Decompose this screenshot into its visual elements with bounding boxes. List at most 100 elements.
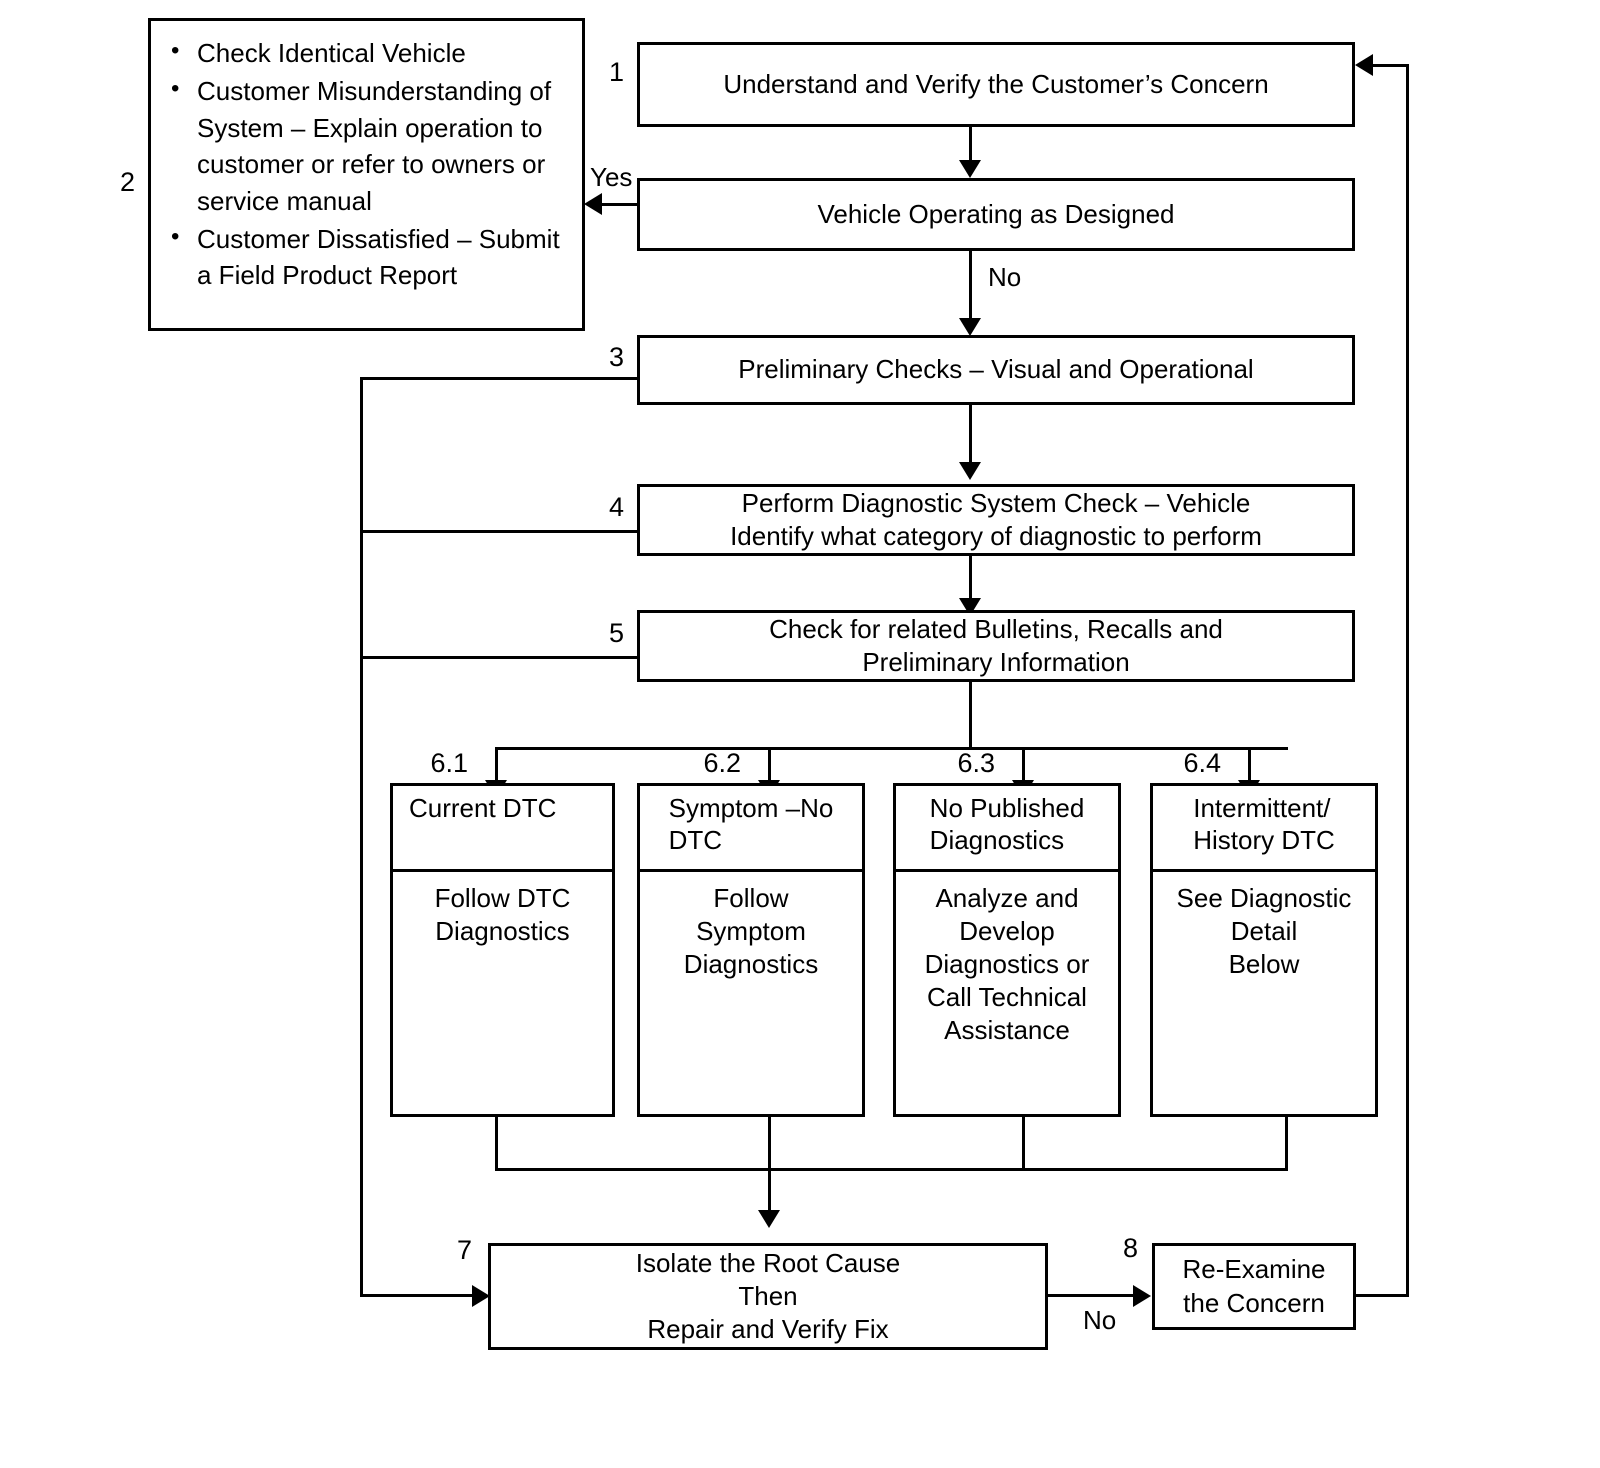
branch-6-1-action-line1: Follow DTC (434, 883, 571, 913)
branch-box-6-1-title: Current DTC (393, 786, 612, 872)
step-box-7-label: Isolate the Root Cause Then Repair and V… (626, 1247, 911, 1347)
branch-box-6-1-action-text: Follow DTC Diagnostics (435, 882, 571, 948)
step-box-5: Check for related Bulletins, Recalls and… (637, 610, 1355, 682)
step-box-8-line2: the Concern (1183, 1287, 1325, 1318)
branch-box-6-4-title: Intermittent/ History DTC (1153, 786, 1375, 872)
branch-number-6-1: 6.1 (430, 748, 468, 778)
branch-6-3-action-line1: Analyze and (935, 883, 1079, 913)
connector-5-to-split (969, 682, 972, 749)
drop-6-1 (495, 747, 498, 783)
connector-yes-branch (600, 203, 640, 206)
step-box-8: Re-Examine the Concern (1152, 1243, 1356, 1330)
branch-6-3-action-line5: Assistance (944, 1015, 1070, 1046)
branch-box-6-2-title-text: Symptom –No DTC (669, 792, 834, 856)
connector-7-to-8 (1048, 1294, 1136, 1297)
edge-label-yes: Yes (590, 162, 633, 192)
branch-6-1-action-line2: Diagnostics (435, 916, 570, 947)
step-box-3-label: Preliminary Checks – Visual and Operatio… (738, 354, 1254, 385)
step-box-7-line1: Isolate the Root Cause (635, 1247, 901, 1278)
step-number-8: 8 (1122, 1233, 1138, 1263)
branch-box-6-1-action: Follow DTC Diagnostics (393, 872, 612, 1117)
branch-6-3-action-line4: Call Technical (927, 982, 1087, 1013)
branch-number-6-3: 6.3 (957, 748, 995, 778)
branch-box-6-4-action-text: See Diagnostic Detail Below (1177, 882, 1352, 981)
split-bar-6x (495, 747, 1288, 750)
connector-yes-vertical (637, 178, 640, 206)
branch-6-2-title-line2: DTC (668, 825, 723, 856)
bullet-panel-step2: Check Identical Vehicle Customer Misunde… (148, 18, 585, 331)
rail-right-vertical (1406, 64, 1409, 1297)
branch-6-4-action-line1: See Diagnostic (1176, 883, 1352, 913)
step-box-4: Perform Diagnostic System Check – Vehicl… (637, 484, 1355, 556)
branch-number-6-2: 6.2 (703, 748, 741, 778)
edge-label-no-repair: No (1083, 1305, 1117, 1335)
step-box-1-label: Understand and Verify the Customer’s Con… (723, 68, 1269, 99)
arrow-right-into-box7 (472, 1285, 490, 1307)
arrow-right-7-to-8 (1133, 1285, 1151, 1307)
rail-left-vertical (360, 377, 363, 1297)
merge-drop-6-1 (495, 1117, 498, 1171)
branch-6-2-title-line1: Symptom –No (668, 793, 834, 823)
step-box-5-line2: Preliminary Information (862, 647, 1130, 677)
connector-merge-to-box7 (768, 1168, 771, 1214)
branch-box-6-3-action: Analyze and Develop Diagnostics or Call … (896, 872, 1118, 1117)
rail-right-from-box8 (1353, 1294, 1409, 1297)
branch-6-4-title-line2: History DTC (1193, 825, 1335, 856)
merge-bar-6x (495, 1168, 1288, 1171)
branch-box-6-4-title-text: Intermittent/ History DTC (1193, 792, 1335, 856)
connector-1-to-2 (969, 127, 972, 165)
branch-box-6-2-action: Follow Symptom Diagnostics (640, 872, 862, 1117)
branch-6-3-title-line1: No Published (929, 793, 1085, 823)
branch-box-6-2: Symptom –No DTC Follow Symptom Diagnosti… (637, 783, 865, 1117)
branch-box-6-2-action-text: Follow Symptom Diagnostics (684, 882, 818, 981)
branch-box-6-4: Intermittent/ History DTC See Diagnostic… (1150, 783, 1378, 1117)
step-box-4-line2: Identify what category of diagnostic to … (730, 521, 1262, 551)
step-number-3: 3 (608, 342, 624, 372)
branch-6-4-action-line2: Detail (1230, 916, 1298, 947)
step-number-2: 2 (119, 167, 135, 197)
branch-box-6-2-title: Symptom –No DTC (640, 786, 862, 872)
step-box-4-line1: Perform Diagnostic System Check – Vehicl… (741, 487, 1251, 518)
arrow-down-to-3 (959, 318, 981, 336)
step-box-1: Understand and Verify the Customer’s Con… (637, 42, 1355, 127)
arrow-down-1-to-2 (959, 160, 981, 178)
step-box-3: Preliminary Checks – Visual and Operatio… (637, 335, 1355, 405)
arrow-down-into-box7 (758, 1210, 780, 1228)
branch-6-3-action-line2: Develop (959, 916, 1055, 947)
branch-box-6-4-action: See Diagnostic Detail Below (1153, 872, 1375, 1117)
rail-stub-box4 (360, 530, 639, 533)
branch-6-3-title-line2: Diagnostics (929, 825, 1065, 856)
step-box-7-line3: Repair and Verify Fix (647, 1314, 889, 1345)
rail-right-into-box1 (1372, 64, 1409, 67)
list-item: Customer Dissatisfied – Submit a Field P… (171, 220, 570, 294)
rail-stub-box3 (360, 377, 639, 380)
branch-6-4-action-line3: Below (1228, 949, 1300, 980)
rail-into-box7 (360, 1294, 475, 1297)
merge-drop-6-4 (1285, 1117, 1288, 1171)
arrow-left-into-box1 (1355, 54, 1373, 76)
branch-6-3-action-line3: Diagnostics or (924, 949, 1090, 980)
branch-6-2-action-line2: Symptom (696, 916, 806, 947)
edge-label-no-designed: No (988, 262, 1022, 292)
step-box-vehicle-operating-label: Vehicle Operating as Designed (817, 198, 1175, 229)
branch-box-6-1: Current DTC Follow DTC Diagnostics (390, 783, 615, 1117)
drop-6-3 (1022, 747, 1025, 783)
step-number-7: 7 (456, 1235, 472, 1265)
step-box-4-label: Perform Diagnostic System Check – Vehicl… (720, 487, 1272, 554)
branch-box-6-3-title: No Published Diagnostics (896, 786, 1118, 872)
arrow-down-3-to-4 (959, 462, 981, 480)
branch-box-6-3-action-text: Analyze and Develop Diagnostics or Call … (925, 882, 1090, 1047)
step-number-5: 5 (608, 618, 624, 648)
branch-box-6-3: No Published Diagnostics Analyze and Dev… (893, 783, 1121, 1117)
branch-box-6-1-title-text: Current DTC (409, 793, 557, 823)
step-box-vehicle-operating: Vehicle Operating as Designed (637, 178, 1355, 251)
drop-6-2 (768, 747, 771, 783)
arrow-left-yes (584, 193, 602, 215)
drop-6-4 (1248, 747, 1251, 783)
list-item: Customer Misunderstanding of System – Ex… (171, 72, 570, 219)
branch-box-6-3-title-text: No Published Diagnostics (930, 792, 1085, 856)
step-number-1: 1 (608, 57, 624, 87)
step-box-7-line2: Then (738, 1280, 798, 1311)
connector-3-to-4 (969, 405, 972, 467)
